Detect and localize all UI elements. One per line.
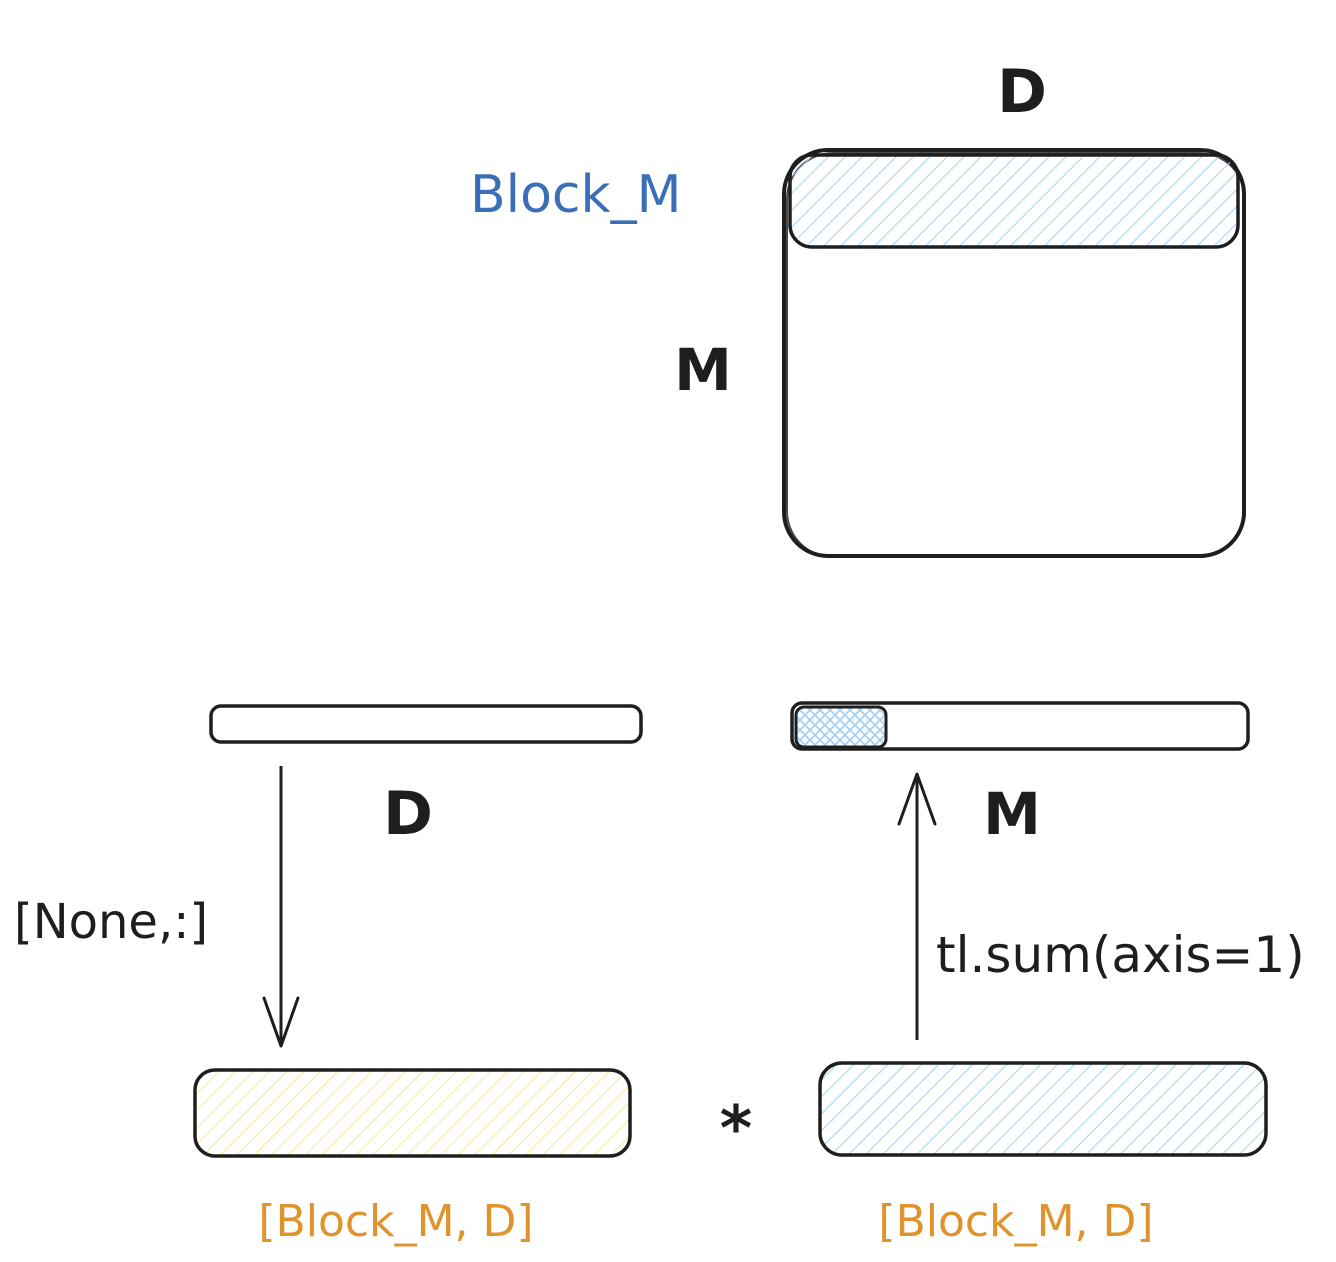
matrix-outline-sketch (786, 152, 1246, 558)
matrix-top-d-label: D (997, 57, 1047, 127)
block-right-blue (818, 1061, 1268, 1157)
vector-d-label: D (383, 779, 433, 849)
sum-op-label: tl.sum(axis=1) (936, 926, 1305, 984)
matrix-md (782, 148, 1246, 558)
block-m-label: Block_M (470, 165, 682, 225)
vector-m (790, 701, 1250, 751)
block-left-yellow (193, 1068, 632, 1158)
block-m-row-strip (788, 153, 1240, 249)
none-slice-label: [None,:] (14, 894, 208, 950)
vector-d (209, 704, 643, 744)
vector-m-label: M (983, 780, 1041, 848)
shape-right-label: [Block_M, D] (878, 1196, 1153, 1247)
vector-m-block-segment (794, 705, 888, 749)
vector-m-outline (790, 701, 1250, 751)
arrow-down-icon (262, 766, 300, 1048)
shape-left-label: [Block_M, D] (258, 1196, 533, 1247)
multiply-symbol: * (720, 1092, 752, 1165)
arrow-up-icon (897, 772, 937, 1040)
matrix-side-m-label: M (674, 336, 732, 404)
